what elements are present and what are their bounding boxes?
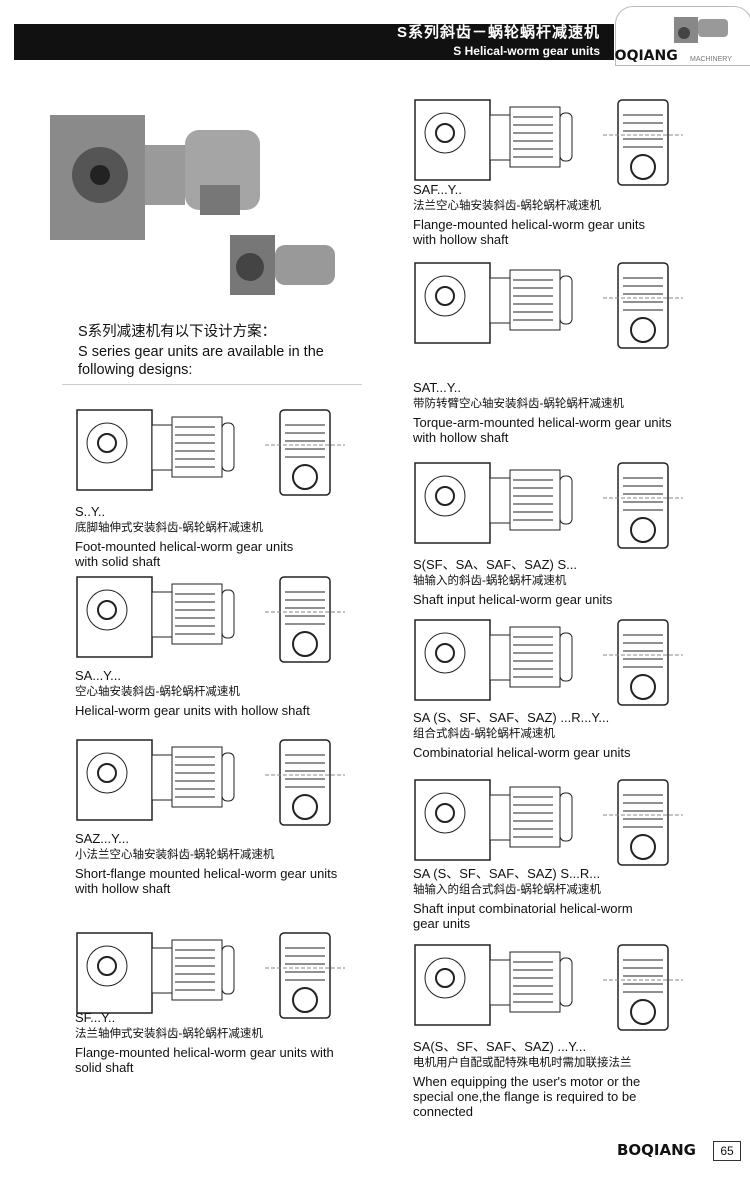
intro-en-line1: S series gear units are available in the (78, 344, 324, 360)
left-en2: with hollow shaft (75, 881, 171, 896)
left-en2: solid shaft (75, 1060, 134, 1075)
side-view-drawing (414, 99, 573, 181)
side-view-drawing (76, 576, 235, 658)
left-drawing (75, 405, 365, 510)
left-cn: 小法兰空心轴安装斜齿-蜗轮蜗杆减速机 (75, 849, 275, 861)
left-en1: Foot-mounted helical-worm gear units (75, 539, 294, 554)
left-cn: 底脚轴伸式安装斜齿-蜗轮蜗杆减速机 (75, 522, 263, 534)
brand-logo: BOQIANG (604, 48, 678, 64)
intro-en-line2: following designs: (78, 362, 193, 378)
page-number: 65 (713, 1141, 741, 1161)
right-code: SA (S、SF、SAF、SAZ) S...R... (413, 866, 601, 881)
right-code: SAF...Y.. (413, 182, 462, 197)
side-view-drawing (414, 262, 573, 344)
right-drawing (413, 940, 703, 1045)
left-en1: Short-flange mounted helical-worm gear u… (75, 866, 338, 881)
right-code: S(SF、SA、SAF、SAZ) S... (413, 557, 577, 572)
left-code: SA...Y... (75, 668, 122, 683)
side-view-drawing (414, 944, 573, 1026)
right-drawing (413, 458, 703, 563)
left-drawing (75, 735, 365, 840)
side-view-drawing (76, 409, 235, 491)
left-drawing (75, 928, 365, 1033)
right-drawing (413, 775, 703, 880)
left-en1: Flange-mounted helical-worm gear units w… (75, 1045, 334, 1060)
left-en2: with solid shaft (75, 554, 161, 569)
divider (62, 384, 362, 385)
left-cn: 空心轴安装斜齿-蜗轮蜗杆减速机 (75, 686, 240, 698)
left-drawing (75, 572, 365, 677)
right-en2: gear units (413, 916, 471, 931)
end-view-drawing (603, 779, 683, 866)
right-en3: connected (413, 1104, 473, 1119)
right-drawing (413, 258, 703, 363)
end-view-drawing (603, 99, 683, 186)
left-cn: 法兰轴伸式安装斜齿-蜗轮蜗杆减速机 (75, 1028, 263, 1040)
right-en1: Shaft input helical-worm gear units (413, 592, 613, 607)
right-cn: 电机用户自配或配特殊电机时需加联接法兰 (413, 1057, 632, 1069)
intro-cn: S系列减速机有以下设计方案： (78, 324, 277, 340)
right-en2: special one,the flange is required to be (413, 1089, 637, 1104)
right-cn: 轴输入的组合式斜齿-蜗轮蜗杆减速机 (413, 884, 601, 896)
end-view-drawing (603, 262, 683, 349)
right-cn: 轴输入的斜齿-蜗轮蜗杆减速机 (413, 575, 567, 587)
side-view-drawing (414, 619, 573, 701)
header-title-cn: S系列斜齿－蜗轮蜗杆减速机 (396, 24, 600, 41)
gear-unit-thumbnail (674, 17, 728, 43)
right-cn: 带防转臂空心轴安装斜齿-蜗轮蜗杆减速机 (413, 398, 624, 410)
right-cn: 组合式斜齿-蜗轮蜗杆减速机 (413, 728, 555, 740)
product-photo (50, 115, 335, 295)
end-view-drawing (603, 462, 683, 549)
header-bar (14, 24, 614, 60)
left-en1: Helical-worm gear units with hollow shaf… (75, 703, 310, 718)
end-view-drawing (265, 932, 345, 1019)
end-view-drawing (603, 944, 683, 1031)
right-code: SA(S、SF、SAF、SAZ) ...Y... (413, 1039, 587, 1054)
right-en2: with hollow shaft (413, 430, 509, 445)
header-badge (615, 6, 750, 66)
right-en1: Combinatorial helical-worm gear units (413, 745, 631, 760)
end-view-drawing (265, 409, 345, 496)
left-code: SAZ...Y... (75, 831, 129, 846)
right-drawing (413, 615, 703, 720)
end-view-drawing (265, 576, 345, 663)
right-en1: When equipping the user's motor or the (413, 1074, 641, 1089)
end-view-drawing (603, 619, 683, 706)
right-en2: with hollow shaft (413, 232, 509, 247)
right-code: SAT...Y.. (413, 380, 461, 395)
header-title-en: S Helical-worm gear units (453, 44, 600, 58)
end-view-drawing (265, 739, 345, 826)
side-view-drawing (76, 932, 235, 1014)
footer-brand: BOQIANG (617, 1141, 696, 1159)
right-en1: Shaft input combinatorial helical-worm (413, 901, 633, 916)
right-en1: Torque-arm-mounted helical-worm gear uni… (413, 415, 672, 430)
left-code: S..Y.. (75, 504, 106, 519)
right-code: SA (S、SF、SAF、SAZ) ...R...Y... (413, 710, 610, 725)
side-view-drawing (414, 462, 573, 544)
right-en1: Flange-mounted helical-worm gear units (413, 217, 645, 232)
left-code: SF...Y.. (75, 1010, 116, 1025)
right-drawing (413, 95, 703, 200)
right-cn: 法兰空心轴安装斜齿-蜗轮蜗杆减速机 (413, 200, 601, 212)
side-view-drawing (76, 739, 235, 821)
brand-subtitle: MACHINERY (690, 56, 732, 63)
side-view-drawing (414, 779, 573, 861)
